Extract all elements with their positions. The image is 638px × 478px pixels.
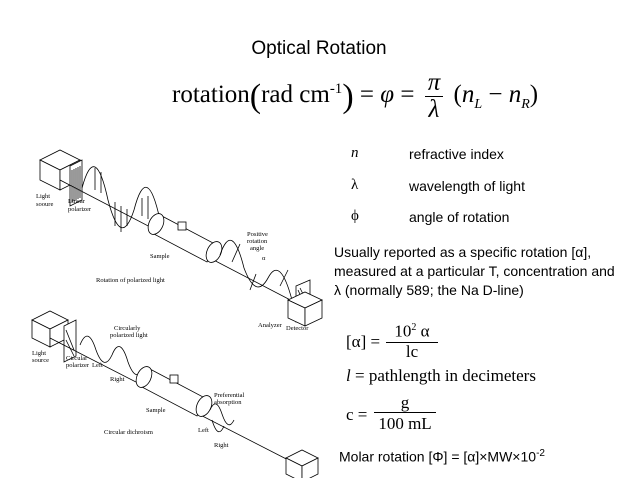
concentration-numerator: g	[374, 393, 436, 413]
label-top-analyzer: Analyzer	[258, 322, 283, 329]
label-bottom-circular-dichroism: Circular dichroism	[104, 429, 153, 436]
top-linear-polarizer	[69, 159, 83, 207]
bottom-wave-after	[209, 403, 235, 426]
top-wave-arrows	[94, 168, 149, 232]
bottom-wave-after-2	[211, 419, 225, 433]
def-symbol-n: n	[351, 145, 359, 161]
eq-n-left: n	[461, 81, 475, 109]
def-symbol-lambda: λ	[351, 177, 359, 193]
specific-rotation-denominator: lc	[405, 342, 419, 361]
label-top-detector: Detector	[286, 325, 309, 332]
specific-rotation-note: Usually reported as a specific rotation …	[334, 244, 615, 298]
label-top-positive-1: Positive	[247, 231, 268, 238]
num-alpha: α	[420, 321, 430, 341]
eq-phi: φ	[380, 81, 395, 109]
label-bottom-preferential-2: absorption	[214, 399, 242, 406]
specific-rotation-lhs: [α] =	[346, 332, 381, 351]
label-top-positive-2: rotation	[247, 238, 268, 245]
label-bottom-right: Right	[110, 376, 125, 383]
bottom-sample-cylinder	[135, 366, 213, 417]
eq-sub-right: R	[521, 97, 530, 113]
label-top-alpha: α	[262, 255, 266, 262]
eq-rotation-word: rotation	[172, 81, 250, 109]
pathlength-text: = pathlength in decimeters	[354, 366, 536, 385]
molar-rotation-exp: -2	[536, 448, 545, 459]
top-detector-cube	[287, 291, 323, 327]
pathlength-definition: l = pathlength in decimeters	[346, 366, 536, 386]
def-symbol-phi: ϕ	[351, 208, 359, 224]
label-top-polarizer-1: Linear	[68, 198, 86, 205]
bottom-helix	[79, 335, 145, 376]
label-bottom-light-2: source	[32, 357, 49, 364]
molar-rotation: Molar rotation [Φ] = [α]×MW×10-2	[339, 448, 545, 465]
label-bottom-left: Left	[92, 362, 103, 369]
eq-pi: π	[424, 70, 444, 97]
label-bottom-circularly-2: polarized light	[110, 332, 148, 339]
label-top-sample: Sample	[150, 253, 170, 260]
eq-lambda: λ	[428, 96, 440, 123]
label-bottom-left2: Left	[198, 427, 209, 434]
label-bottom-preferential-1: Preferential	[214, 392, 245, 399]
label-bottom-sample: Sample	[146, 407, 166, 414]
label-bottom-right2: Right	[214, 442, 229, 449]
label-top-light-1: Light	[36, 193, 50, 200]
bottom-light-source-cube	[31, 310, 69, 348]
def-text-lambda: wavelength of light	[409, 178, 525, 194]
top-sample-cylinder	[147, 213, 223, 263]
top-wave-arrows-rotated	[231, 243, 289, 291]
num-exp: 2	[411, 322, 417, 333]
eq-unit-exponent: -1	[329, 80, 343, 97]
specific-rotation-numerator: 102 α	[386, 318, 438, 343]
def-text-phi: angle of rotation	[409, 209, 510, 225]
eq-sub-left: L	[474, 97, 483, 113]
label-top-positive-3: angle	[250, 245, 264, 252]
label-top-rotation-caption: Rotation of polarized light	[96, 277, 165, 284]
top-wave-rotated	[219, 239, 293, 301]
concentration-denominator: 100 mL	[378, 414, 432, 433]
eq-n-right: n	[508, 81, 522, 109]
label-top-light-2: sooure	[36, 201, 53, 208]
bottom-circular-polarizer	[63, 319, 77, 363]
label-bottom-polarizer-2: polarizer	[66, 362, 90, 369]
label-bottom-polarizer-1: Circular	[66, 355, 88, 362]
label-top-polarizer-2: polarizer	[68, 206, 92, 213]
page-title: Optical Rotation	[251, 38, 387, 59]
concentration-lhs: c =	[346, 405, 368, 424]
label-bottom-light-1: Light	[32, 350, 46, 357]
bottom-detector-cube	[285, 449, 319, 478]
main-equation: rotation(rad cm-1) = φ = π λ (nL − nR)	[172, 69, 539, 123]
label-bottom-circularly-1: Circularly	[114, 325, 141, 332]
def-text-n: refractive index	[409, 146, 504, 162]
molar-rotation-text: Molar rotation [Φ] = [α]×MW×10	[339, 448, 537, 465]
eq-unit: rad cm	[261, 81, 330, 109]
num-ten: 10	[394, 321, 412, 341]
pathlength-var: l	[346, 366, 351, 385]
